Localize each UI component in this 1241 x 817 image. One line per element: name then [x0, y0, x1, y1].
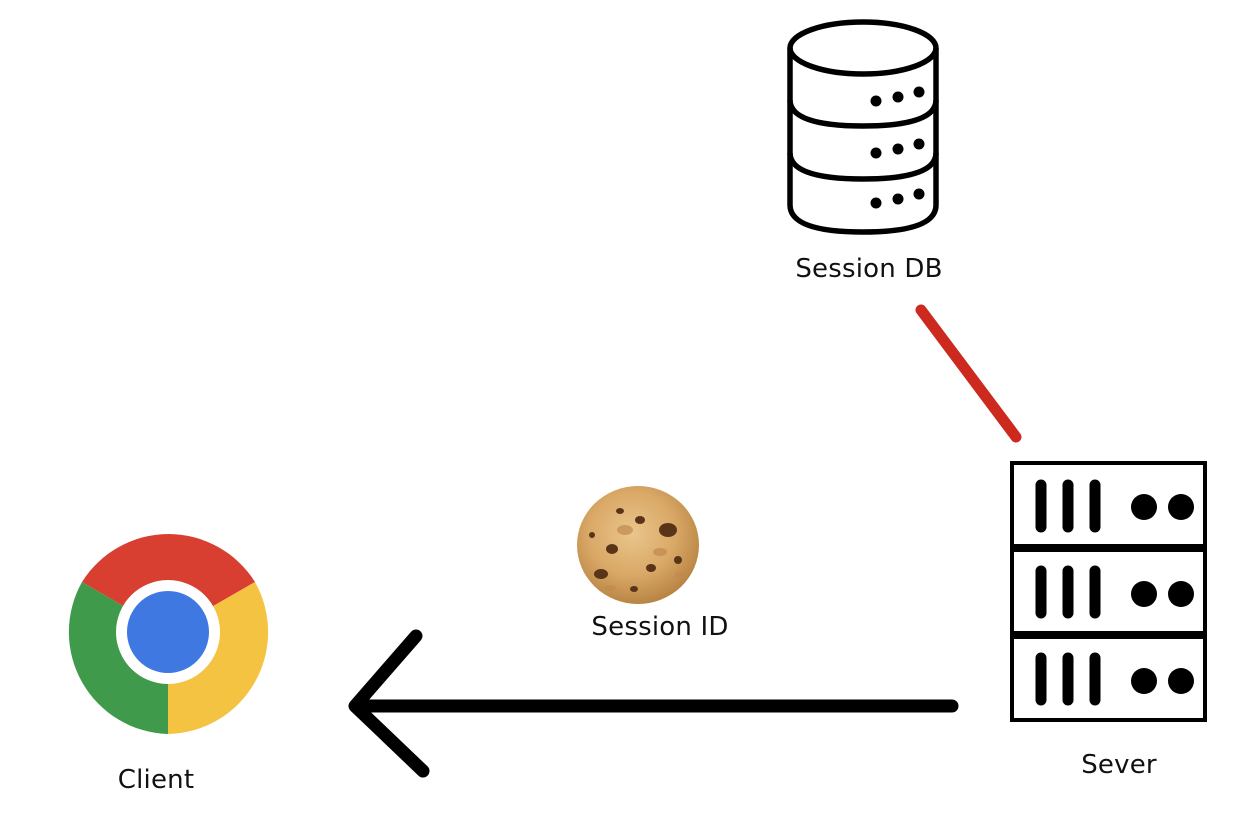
server-label: Sever	[1081, 750, 1157, 780]
server-rack-icon	[1010, 461, 1207, 722]
session-id-label: Session ID	[591, 612, 729, 642]
session-db-label: Session DB	[795, 254, 943, 284]
database-icon	[787, 19, 939, 235]
response-arrow	[348, 629, 959, 778]
db-server-connector	[915, 304, 1022, 443]
cookie-icon	[577, 486, 699, 604]
client-label: Client	[117, 765, 195, 795]
chrome-browser-icon	[68, 534, 269, 734]
